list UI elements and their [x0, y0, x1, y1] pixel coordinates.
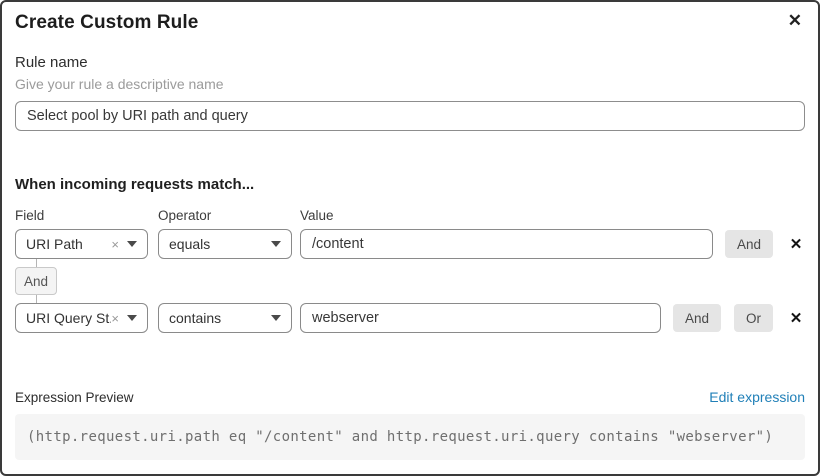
rule-name-input[interactable]	[15, 101, 805, 131]
row-joiner: And	[15, 259, 805, 303]
operator-column-label: Operator	[158, 208, 212, 223]
chevron-down-icon	[271, 315, 281, 321]
operator-select[interactable]: equals	[158, 229, 292, 259]
page-title: Create Custom Rule	[15, 12, 199, 33]
or-button[interactable]: Or	[734, 304, 773, 332]
chevron-down-icon	[127, 315, 137, 321]
chevron-down-icon	[127, 241, 137, 247]
and-button[interactable]: And	[672, 304, 721, 332]
field-select[interactable]: URI Path ×	[15, 229, 148, 259]
value-input[interactable]	[300, 229, 713, 259]
clear-icon[interactable]: ×	[111, 236, 119, 252]
close-icon[interactable]: ✕	[784, 8, 806, 33]
condition-row: URI Query St... × contains And Or ✕	[15, 303, 805, 333]
remove-row-icon[interactable]: ✕	[787, 311, 805, 326]
expression-code: (http.request.uri.path eq "/content" and…	[15, 414, 805, 460]
joiner-badge: And	[15, 267, 57, 295]
and-button[interactable]: And	[724, 230, 773, 258]
operator-select-value: contains	[169, 310, 222, 326]
clear-icon[interactable]: ×	[111, 310, 119, 326]
rule-name-label: Rule name	[15, 54, 88, 71]
connector-line	[36, 295, 37, 303]
condition-row: URI Path × equals And ✕	[15, 229, 805, 259]
field-select[interactable]: URI Query St... ×	[15, 303, 148, 333]
match-heading: When incoming requests match...	[15, 176, 255, 193]
remove-row-icon[interactable]: ✕	[787, 237, 805, 252]
edit-expression-link[interactable]: Edit expression	[709, 389, 805, 405]
value-column-label: Value	[300, 208, 334, 223]
field-select-value: URI Path	[26, 236, 83, 252]
operator-select-value: equals	[169, 236, 211, 252]
matcher-column-labels: Field Operator Value	[15, 208, 805, 223]
connector-line	[36, 259, 37, 267]
value-input[interactable]	[300, 303, 661, 333]
operator-select[interactable]: contains	[158, 303, 292, 333]
field-column-label: Field	[15, 208, 45, 223]
rule-name-hint: Give your rule a descriptive name	[15, 76, 224, 92]
expression-preview-label: Expression Preview	[15, 389, 134, 405]
chevron-down-icon	[271, 241, 281, 247]
field-select-value: URI Query St...	[26, 310, 111, 326]
